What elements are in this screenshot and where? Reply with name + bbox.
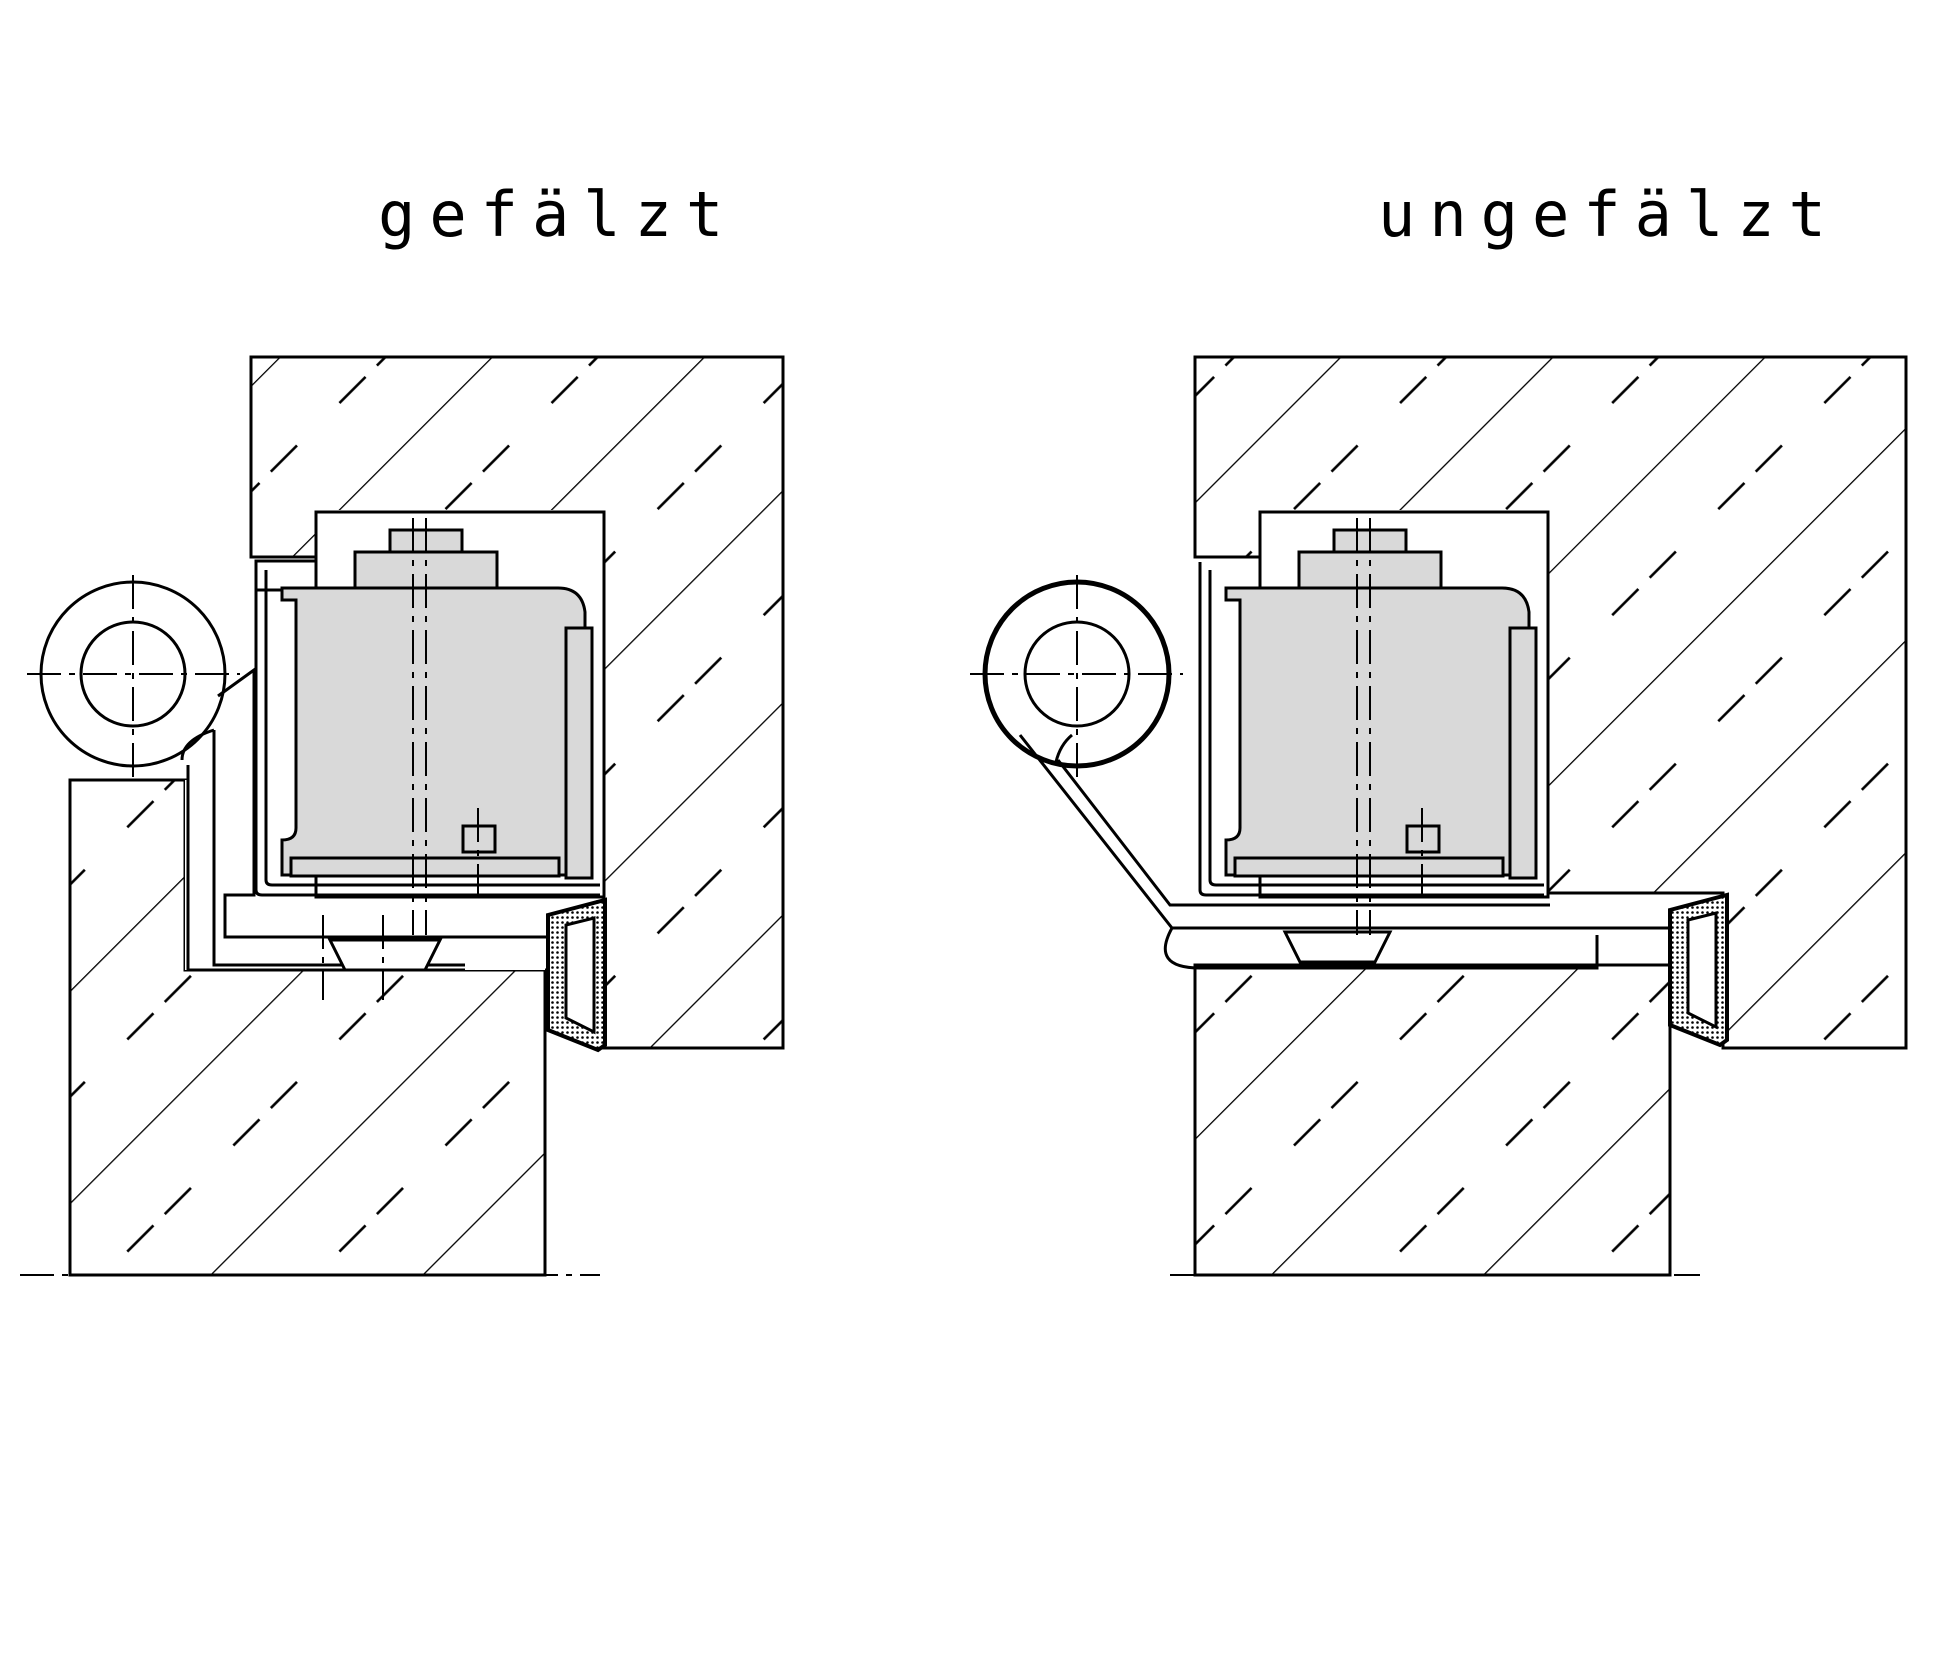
- label-unrebated: ungefälzt: [1378, 178, 1840, 251]
- left-view: [20, 355, 785, 1277]
- label-rebated: gefälzt: [378, 178, 738, 251]
- right-view: [970, 355, 1908, 1277]
- door-section-right: [1193, 963, 1672, 1277]
- screw-right: [1282, 930, 1393, 964]
- screw-left: [327, 938, 443, 972]
